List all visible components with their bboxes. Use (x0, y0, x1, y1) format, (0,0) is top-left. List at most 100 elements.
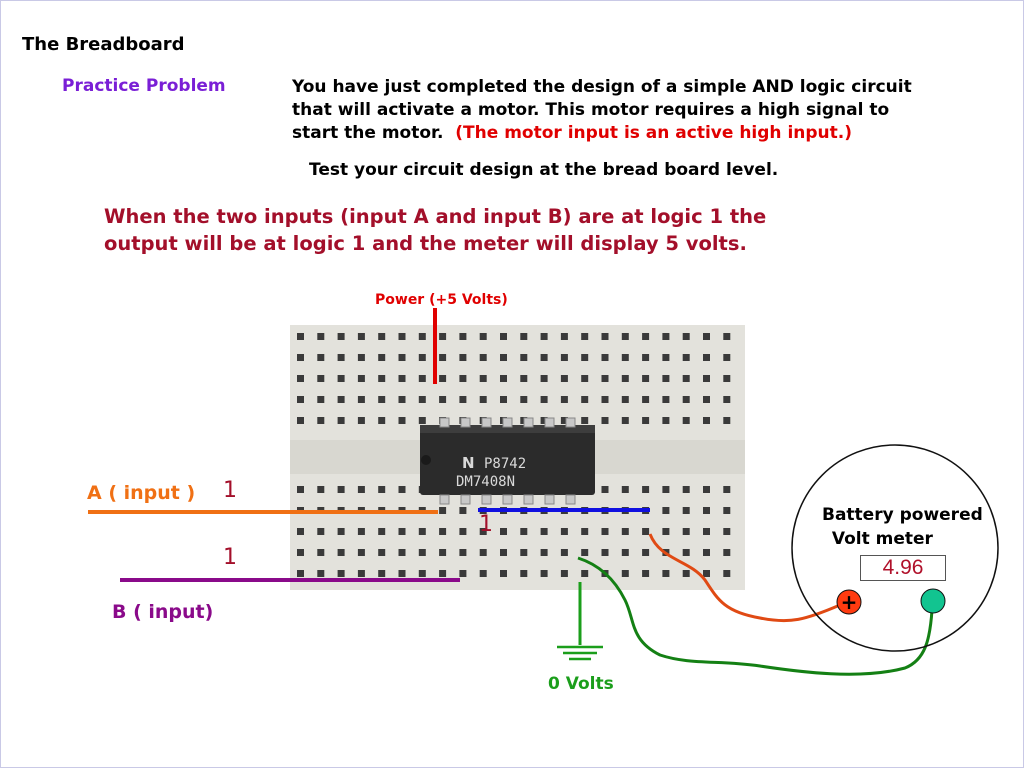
breadboard-hole (459, 570, 467, 577)
breadboard-hole (682, 528, 690, 535)
volt-meter-label-line-2: Volt meter (831, 529, 933, 549)
chip-logo-icon: N (462, 454, 475, 472)
breadboard-hole (418, 417, 426, 424)
breadboard-hole (357, 486, 365, 493)
chip-pin (502, 494, 513, 505)
breadboard-hole (723, 570, 731, 577)
breadboard-hole (357, 417, 365, 424)
input-b-label: B ( input) (112, 601, 214, 623)
breadboard-hole (703, 354, 710, 361)
breadboard-hole (317, 417, 325, 424)
description-line-2: that will activate a motor. This motor r… (292, 100, 890, 120)
breadboard-hole (500, 354, 507, 361)
breadboard-hole (398, 570, 406, 577)
breadboard-hole (439, 549, 447, 556)
breadboard-hole (601, 417, 609, 424)
volt-meter-label: Battery powered Volt meter (822, 503, 983, 551)
breadboard-hole (357, 528, 365, 535)
breadboard-hole (540, 528, 548, 535)
breadboard-hole (398, 375, 406, 382)
chip-pin (544, 494, 555, 505)
chip-pin (565, 494, 576, 505)
breadboard-hole (560, 333, 568, 340)
breadboard-hole (418, 396, 426, 403)
breadboard-hole (682, 486, 690, 493)
breadboard-hole (378, 417, 386, 424)
ground-probe-wire (577, 556, 934, 676)
breadboard-hole (418, 528, 426, 535)
breadboard-hole (337, 528, 345, 535)
breadboard-hole (500, 375, 507, 382)
breadboard-hole (378, 375, 386, 382)
description-line-1: You have just completed the design of a … (292, 77, 912, 97)
breadboard-hole (439, 528, 447, 535)
chip-pin (523, 417, 534, 428)
breadboard-hole (581, 354, 589, 361)
breadboard-hole (540, 549, 548, 556)
slide-title: The Breadboard (22, 34, 185, 55)
breadboard-hole (459, 354, 467, 361)
breadboard-hole (500, 396, 507, 403)
breadboard-hole (337, 486, 345, 493)
breadboard-hole (297, 333, 304, 340)
chip-pin (460, 494, 471, 505)
breadboard-hole (581, 549, 589, 556)
input-a-label: A ( input ) (87, 482, 196, 504)
breadboard-hole (520, 333, 528, 340)
breadboard-hole (418, 549, 426, 556)
breadboard-hole (601, 549, 609, 556)
breadboard-hole (479, 549, 487, 556)
breadboard-hole (581, 333, 589, 340)
breadboard-hole (723, 354, 731, 361)
breadboard-hole (560, 570, 568, 577)
chip-text-line-1: P8742 (484, 456, 526, 472)
breadboard-hole (357, 396, 365, 403)
chip-pin (565, 417, 576, 428)
breadboard-hole (662, 486, 670, 493)
breadboard-hole (439, 354, 447, 361)
breadboard-hole (601, 354, 609, 361)
breadboard-hole (520, 570, 528, 577)
breadboard-hole (520, 396, 528, 403)
breadboard-hole (398, 354, 406, 361)
chip-pin (502, 417, 513, 428)
breadboard-hole (723, 396, 731, 403)
breadboard-hole (378, 549, 386, 556)
breadboard-hole (337, 396, 345, 403)
breadboard-hole (703, 396, 710, 403)
breadboard-hole (723, 375, 731, 382)
breadboard-hole (662, 354, 670, 361)
breadboard-hole (479, 396, 487, 403)
breadboard-hole (378, 528, 386, 535)
breadboard-hole (581, 396, 589, 403)
breadboard-hole (479, 570, 487, 577)
plus-icon: + (841, 590, 858, 614)
breadboard-hole (703, 375, 710, 382)
breadboard-hole (398, 549, 406, 556)
breadboard-hole (317, 528, 325, 535)
breadboard-hole (601, 486, 609, 493)
breadboard-hole (439, 396, 447, 403)
breadboard-hole (560, 354, 568, 361)
breadboard-hole (439, 375, 447, 382)
breadboard-hole (703, 486, 710, 493)
breadboard-hole (418, 375, 426, 382)
breadboard-hole (357, 333, 365, 340)
breadboard-hole (703, 417, 710, 424)
breadboard-hole (581, 375, 589, 382)
breadboard-hole (560, 396, 568, 403)
breadboard-hole (540, 396, 548, 403)
chip-pin (439, 417, 450, 428)
positive-probe-wire (648, 533, 841, 623)
breadboard-hole (398, 528, 406, 535)
breadboard-hole (703, 549, 710, 556)
breadboard-hole (297, 354, 304, 361)
breadboard-hole (642, 333, 650, 340)
breadboard-hole (378, 570, 386, 577)
breadboard-hole (642, 549, 650, 556)
ground-label: 0 Volts (548, 674, 614, 694)
breadboard-hole (459, 507, 467, 514)
breadboard-hole (378, 333, 386, 340)
breadboard-hole (581, 528, 589, 535)
